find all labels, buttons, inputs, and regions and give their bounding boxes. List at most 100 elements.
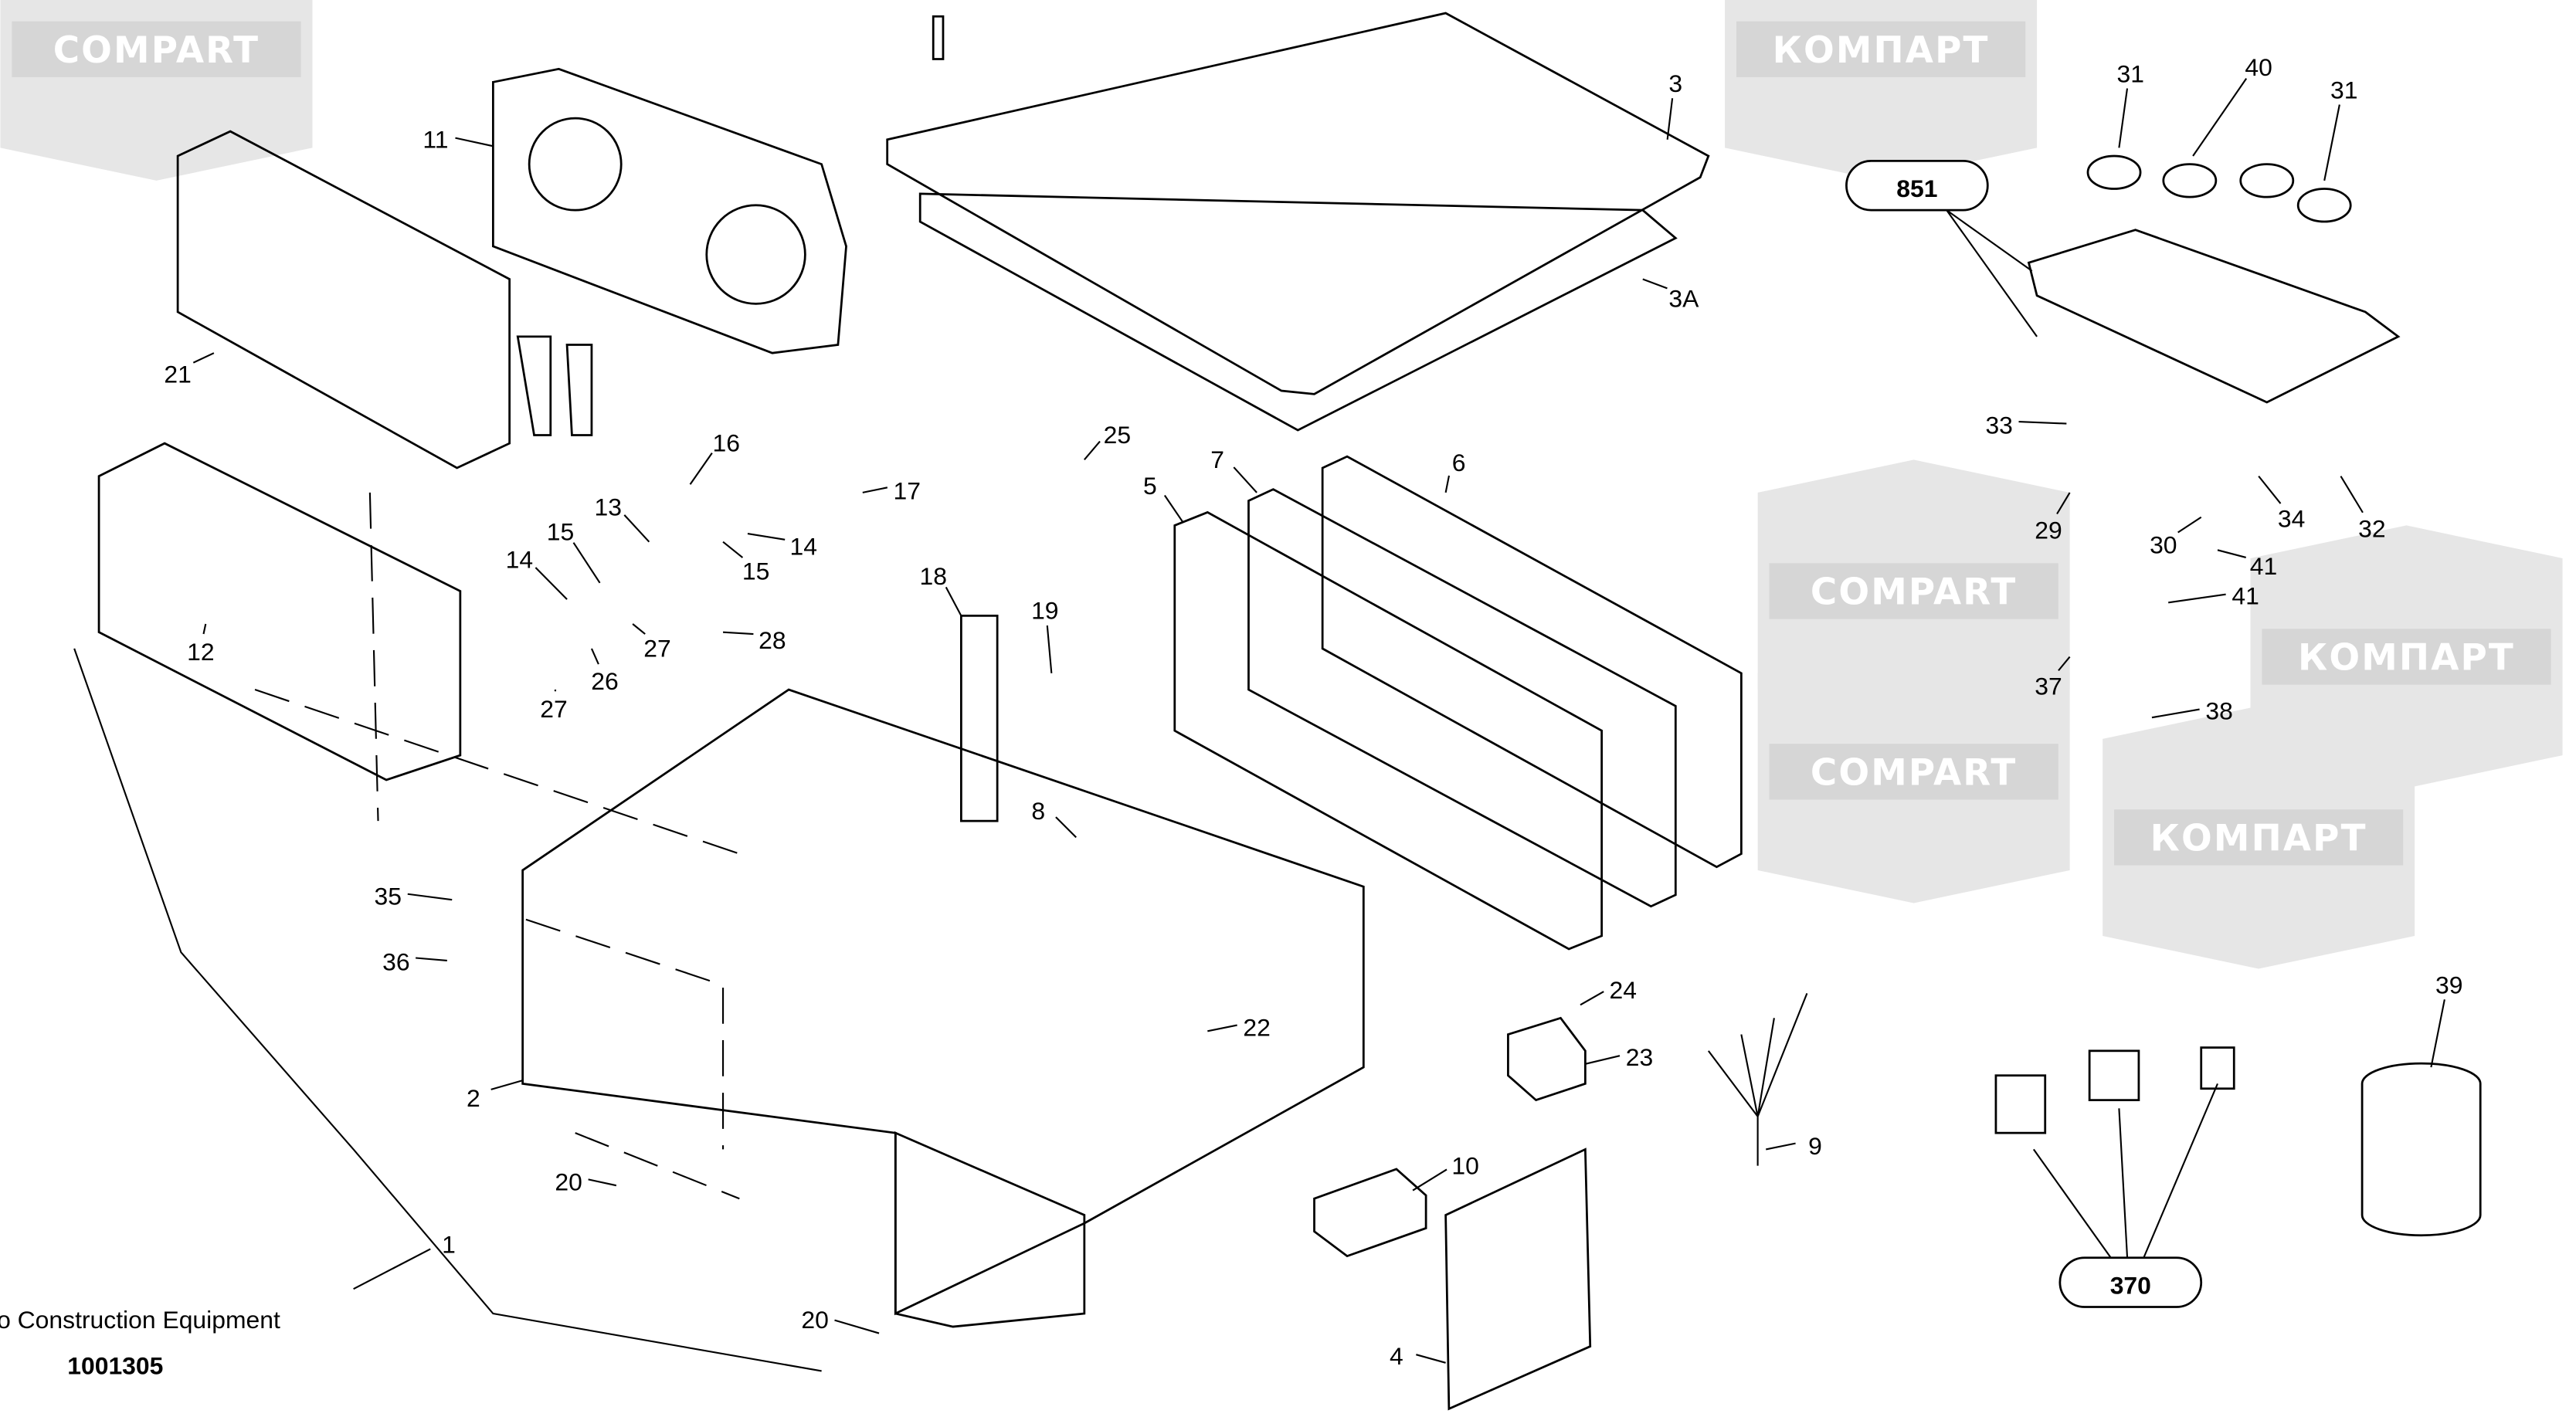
part-number-label: 26 [591, 667, 618, 695]
part-number-label: 6 [1452, 449, 1466, 476]
part-number-label: 37 [2035, 672, 2062, 700]
part-number-label: 7 [1210, 446, 1224, 473]
part-number-label: 41 [2250, 552, 2277, 580]
leader-line [1580, 991, 1604, 1006]
part-number-label: 14 [790, 533, 817, 561]
leader-line [722, 631, 754, 636]
frame-line [73, 648, 822, 1372]
part-number-label: 15 [547, 518, 574, 546]
leader-line [2323, 104, 2340, 181]
leader-line [192, 352, 215, 364]
leader-line [1416, 1354, 1446, 1364]
publisher-name: Volvo Construction Equipment [0, 1306, 280, 1334]
part-number-label: 14 [506, 546, 533, 574]
leader-line [1444, 475, 1451, 493]
part-number-label: 10 [1451, 1151, 1478, 1179]
heater-core [176, 130, 511, 470]
leader-line [202, 623, 207, 635]
leader-line [2217, 549, 2246, 558]
leader-line [1046, 625, 1053, 673]
leader-line [588, 1178, 617, 1187]
part-number-label: 11 [423, 125, 448, 153]
part-number-label: 12 [187, 638, 214, 666]
watermark-text: COMPART [53, 30, 260, 72]
leader-line [590, 648, 599, 665]
part-number-label: 13 [594, 493, 621, 521]
blower [491, 67, 847, 354]
leader-line [1233, 466, 1257, 493]
filter-frame [1321, 455, 1743, 869]
leader-line [353, 1248, 431, 1290]
leader-line [1163, 494, 1184, 523]
bracket-18 [959, 614, 999, 822]
connector [2088, 1049, 2140, 1102]
leader-line [554, 689, 557, 692]
leader-line [2168, 593, 2226, 604]
part-number-label: 18 [919, 562, 946, 590]
wire-harness [1707, 993, 1808, 1166]
watermark-text: КОМПАРТ [2298, 638, 2515, 680]
watermark-text: КОМПАРТ [2150, 818, 2367, 859]
part-number-label: 28 [759, 626, 786, 654]
part-number-label: 31 [2330, 76, 2357, 104]
callout-851: 851 [1845, 159, 2038, 337]
leader-line [490, 1080, 523, 1090]
expansion-valve [1507, 1016, 1587, 1102]
part-number-label: 1 [442, 1230, 456, 1258]
part-number-label: 35 [375, 883, 402, 910]
part-number-label: 15 [742, 558, 769, 585]
leader-line [945, 586, 962, 616]
part-number-label: 16 [713, 429, 740, 457]
leader-line [623, 514, 650, 543]
housing [521, 688, 1365, 1316]
leader-line [722, 541, 744, 558]
leader-line [416, 957, 447, 961]
cover-gasket [918, 192, 1678, 432]
blower-fan [528, 117, 623, 212]
leader-line [2056, 492, 2071, 515]
leader-line [2258, 475, 2282, 504]
heater-pipes [516, 335, 593, 436]
part-number-label: 3A [1668, 285, 1699, 313]
title-block: Volvo Construction Equipment 1001305 [0, 1306, 280, 1380]
knob [2162, 163, 2218, 198]
part-number-label: 17 [893, 476, 920, 504]
leader-line [455, 137, 494, 147]
evaporator [97, 442, 462, 781]
leader-line [2177, 516, 2202, 534]
knob [2086, 154, 2142, 190]
part-number-label: 31 [2117, 59, 2144, 87]
leader-line [1084, 440, 1101, 461]
block [1313, 1168, 1427, 1258]
leader-line [747, 532, 786, 541]
watermark-banner [2114, 809, 2404, 866]
watermark-layer [0, 0, 2563, 969]
leader-line [2430, 999, 2445, 1068]
part-number-label: 39 [2435, 971, 2462, 998]
leader-line [1055, 816, 1077, 839]
leader-line [1585, 1055, 1621, 1065]
leader-line [2192, 78, 2248, 157]
part-number-label: 19 [1031, 597, 1058, 625]
callout-label: 370 [2110, 1272, 2151, 1300]
part-number-label: 5 [1143, 472, 1157, 500]
leader-line [572, 542, 601, 584]
drawing-number: 1001305 [67, 1352, 163, 1380]
part-number-label: 22 [1243, 1014, 1270, 1042]
part-number-label: 4 [1390, 1342, 1403, 1370]
leader-line [1207, 1024, 1237, 1032]
sleeve [2360, 1062, 2482, 1237]
watermark-banner [2262, 629, 2551, 685]
part-number-label: 40 [2245, 53, 2272, 81]
watermark-banner [1736, 21, 2026, 77]
leader-line [2151, 708, 2200, 719]
watermark-banner [12, 21, 301, 77]
leader-line [1766, 1142, 1796, 1151]
part-number-label: 41 [2232, 581, 2259, 609]
cover-plate [1444, 1147, 1592, 1411]
part-number-label: 32 [2358, 514, 2385, 542]
leader-line [632, 623, 646, 635]
connector [1994, 1074, 2047, 1134]
part-number-label: 21 [164, 360, 191, 388]
